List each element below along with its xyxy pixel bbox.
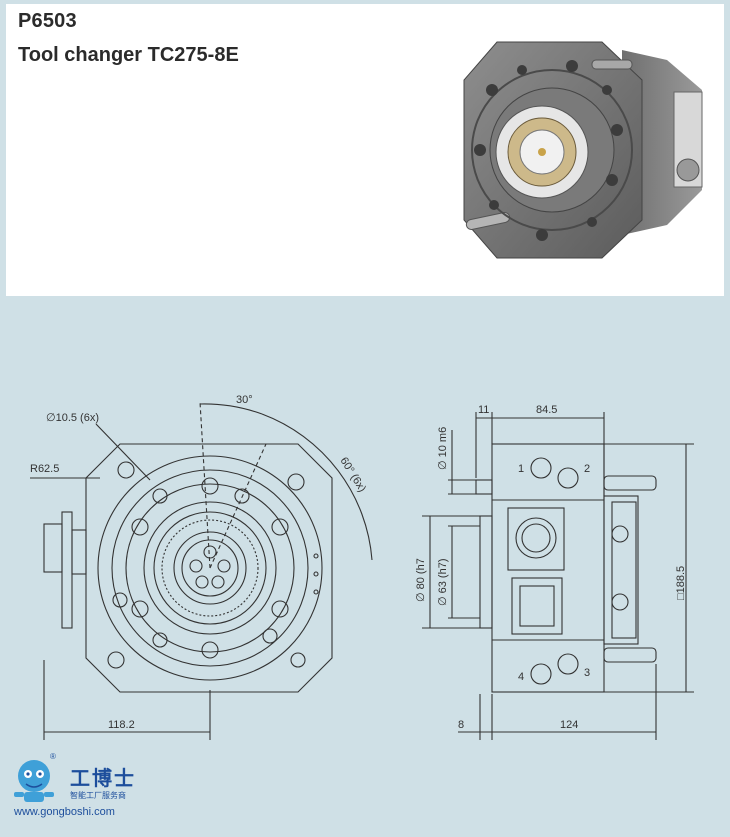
- dim-width-label: 118.2: [108, 719, 135, 731]
- brand-url: www.gongboshi.com: [14, 806, 115, 818]
- registered-mark: ®: [50, 752, 56, 761]
- dim-angle-60-label: 60° (6x): [337, 455, 368, 494]
- dim-angle-30-label: 30°: [236, 394, 253, 406]
- product-render-image: [463, 41, 703, 259]
- port-2-label: 2: [584, 463, 590, 475]
- port-1-label: 1: [518, 463, 524, 475]
- dim-hole-label: ∅10.5 (6x): [46, 412, 99, 424]
- front-connector: [43, 523, 63, 573]
- port-3-label: 3: [584, 667, 590, 679]
- side-body-outline: [491, 443, 605, 693]
- dim-84-5-label: 84.5: [536, 404, 557, 416]
- dim-124-label: 124: [560, 719, 578, 731]
- dim-radius-label: R62.5: [30, 463, 59, 475]
- header-panel: P6503 Tool changer TC275-8E: [6, 4, 724, 296]
- technical-drawing: ∅10.5 (6x) R62.5 30° 60° (6x) 118.2: [0, 300, 730, 832]
- brand-name: 工博士: [70, 766, 136, 790]
- watermark-logo: ® 工博士 智能工厂服务商 www.gongboshi.com: [10, 752, 160, 824]
- dim-8-label: 8: [458, 719, 464, 731]
- front-body-outline: [85, 443, 333, 693]
- product-code: P6503: [18, 10, 77, 32]
- dim-188-5-label: □188.5: [675, 566, 687, 600]
- product-title: Tool changer TC275-8E: [18, 44, 239, 66]
- dim-11-label: 11: [478, 404, 489, 416]
- dim-10-m6-label: ∅ 10 m6: [437, 427, 449, 470]
- dim-80-h7-label: ∅ 80 (h7: [415, 558, 427, 602]
- brand-subtitle: 智能工厂服务商: [70, 791, 126, 800]
- port-4-label: 4: [518, 671, 524, 683]
- drawing-canvas: ∅10.5 (6x) R62.5 30° 60° (6x) 118.2: [30, 394, 694, 740]
- dim-63-h7-label: ∅ 63 (h7): [437, 559, 449, 607]
- mascot-icon: [14, 760, 54, 802]
